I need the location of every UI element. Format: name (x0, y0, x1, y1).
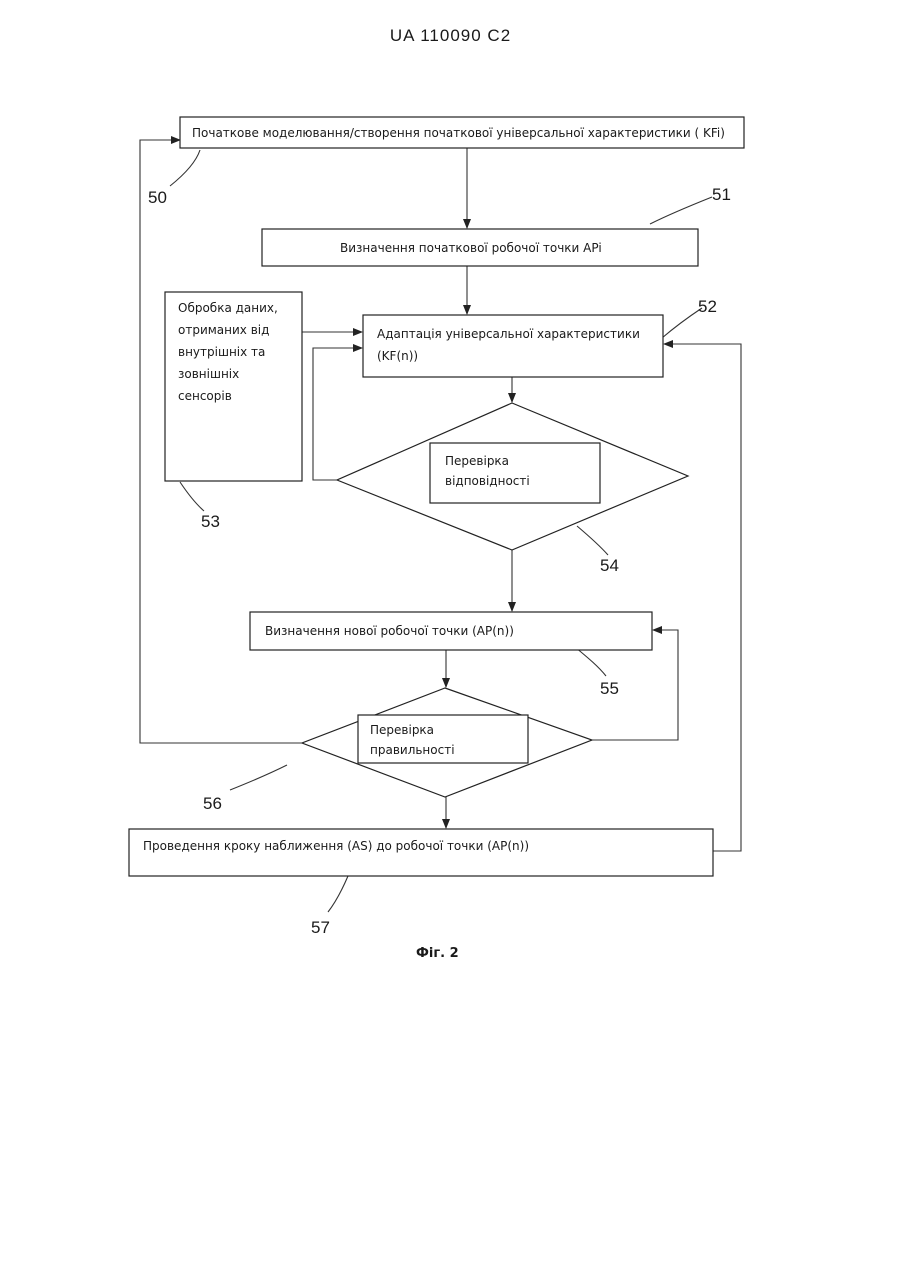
ref-55: 55 (600, 679, 619, 698)
figure-caption: Фіг. 2 (416, 946, 459, 961)
step-50-label: Початкове моделювання/створення початков… (192, 126, 725, 140)
step-53-line-4: зовнішніх (178, 367, 239, 381)
ref-56: 56 (203, 794, 222, 813)
arrow-54-back-to-52 (313, 348, 362, 480)
ref-51: 51 (712, 185, 731, 204)
leader-51 (650, 197, 712, 224)
step-52-label-line1: Адаптація універсальної характеристики (377, 327, 640, 341)
box-step-52 (363, 315, 663, 377)
step-53-line-5: сенсорів (178, 389, 232, 403)
box-step-54-inner (430, 443, 600, 503)
leader-52 (662, 308, 702, 338)
arrow-57-back-to-52 (664, 344, 741, 851)
step-56-label-line2: правильності (370, 743, 455, 757)
step-52-label-line2: (KF(n)) (377, 349, 418, 363)
leader-56 (230, 765, 287, 790)
step-55-label: Визначення нової робочої точки (AP(n)) (265, 624, 514, 638)
leader-54 (577, 526, 608, 555)
step-54-label-line1: Перевірка (445, 454, 509, 468)
step-54-label-line2: відповідності (445, 474, 530, 488)
box-step-53 (165, 292, 302, 481)
leader-53 (180, 482, 204, 511)
ref-50: 50 (148, 188, 167, 207)
leader-55 (575, 647, 606, 676)
step-53-line-3: внутрішніх та (178, 345, 265, 359)
step-56-label-line1: Перевірка (370, 723, 434, 737)
step-53-line-1: Обробка даних, (178, 301, 278, 315)
ref-52: 52 (698, 297, 717, 316)
leader-57 (328, 876, 348, 912)
step-53-line-2: отриманих від (178, 323, 269, 337)
ref-54: 54 (600, 556, 619, 575)
step-57-label: Проведення кроку наближення (AS) до робо… (143, 839, 529, 853)
ref-53: 53 (201, 512, 220, 531)
ref-57: 57 (311, 918, 330, 937)
leader-50 (170, 150, 200, 186)
step-51-label: Визначення початкової робочої точки APi (340, 241, 602, 255)
